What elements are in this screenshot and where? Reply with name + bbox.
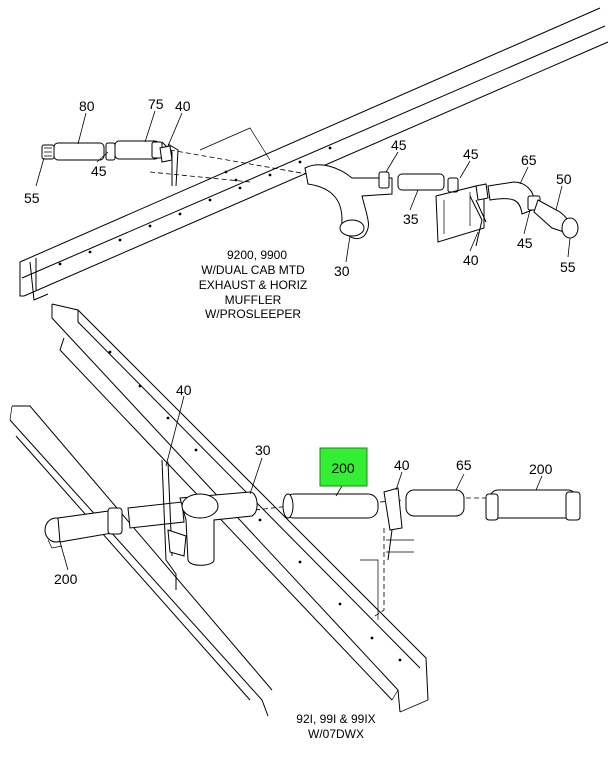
caption-top: 9200, 9900 W/DUAL CAB MTD EXHAUST & HORI… [199, 248, 307, 321]
callout-200: 200 [54, 571, 78, 587]
caption-line: EXHAUST & HORIZ [199, 278, 307, 292]
callout-35: 35 [403, 211, 419, 227]
callout-45: 45 [463, 146, 479, 162]
callout-200-highlighted: 200 [331, 460, 355, 476]
callout-40: 40 [176, 382, 192, 398]
caption-line: 9200, 9900 [227, 248, 287, 262]
callout-45: 45 [517, 235, 533, 251]
callout-40: 40 [394, 457, 410, 473]
rail-holes [58, 146, 332, 266]
caption-bottom: 92I, 99I & 99IX W/07DWX [296, 712, 375, 741]
callout-65: 65 [521, 152, 537, 168]
top-leaders [35, 110, 571, 263]
callout-55: 55 [24, 190, 40, 206]
callout-75: 75 [148, 96, 164, 112]
callout-45: 45 [391, 137, 407, 153]
callout-45: 45 [91, 163, 107, 179]
callout-30: 30 [334, 263, 350, 279]
bottom-exhaust-pipes [44, 459, 581, 590]
callout-80: 80 [79, 98, 95, 114]
callout-40: 40 [175, 98, 191, 114]
caption-line: 92I, 99I & 99IX [296, 712, 375, 726]
rail-holes [108, 350, 402, 662]
caption-line: W/DUAL CAB MTD [201, 263, 305, 277]
top-exhaust-pipes [41, 140, 579, 247]
callout-40: 40 [463, 252, 479, 268]
callout-30: 30 [255, 442, 271, 458]
bottom-leaders [59, 395, 543, 571]
caption-line: MUFFLER [225, 293, 282, 307]
callout-200: 200 [529, 461, 553, 477]
callout-55: 55 [560, 259, 576, 275]
caption-line: W/PROSLEEPER [205, 307, 301, 321]
callout-65: 65 [456, 457, 472, 473]
callout-50: 50 [556, 171, 572, 187]
highlight-box [319, 447, 368, 487]
caption-line: W/07DWX [308, 727, 364, 741]
